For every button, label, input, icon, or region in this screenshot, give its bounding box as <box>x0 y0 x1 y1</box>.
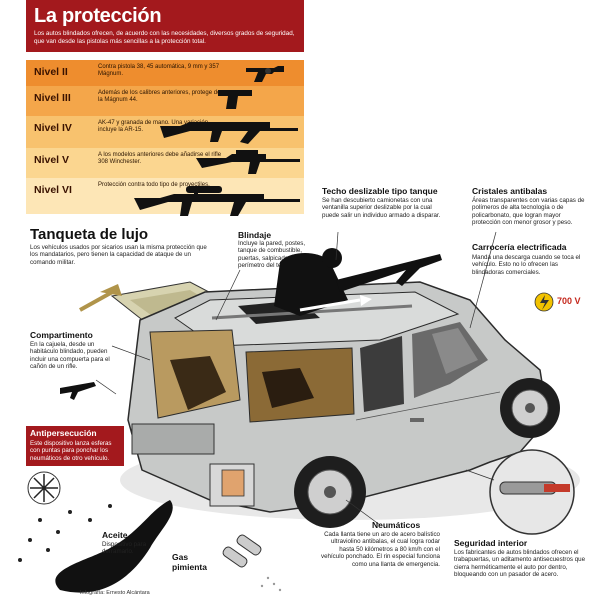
compartimento-title: Compartimento <box>30 330 93 340</box>
blindaje-title: Blindaje <box>238 230 272 240</box>
level-title: Nivel VI <box>34 184 72 196</box>
seguridad-title: Seguridad interior <box>454 538 528 548</box>
techo-text: Se han descubierto camionetas con una ve… <box>322 197 441 219</box>
tanqueta-title: Tanqueta de lujo <box>30 226 149 243</box>
pistol-icon <box>218 90 252 109</box>
rifle-icon <box>196 150 300 174</box>
tanqueta-text: Los vehículos usados por sicarios usan l… <box>30 244 207 266</box>
carroceria-text: Manda una descarga cuando se toca el veh… <box>472 254 581 276</box>
intro-text: Los autos blindados ofrecen, de acuerdo … <box>34 30 295 45</box>
voltage-label: 700 V <box>557 296 581 306</box>
level-desc: Protección contra todo tipo de proyectil… <box>98 182 210 188</box>
sniper-rifle-icon <box>134 186 300 216</box>
blindaje-text: Incluye la pared, postes, tanque de comb… <box>238 240 306 270</box>
level-title: Nivel II <box>34 66 68 78</box>
header-banner: La protección Los autos blindados ofrece… <box>26 0 304 52</box>
level-desc: Contra pistola 38, 45 automática, 9 mm y… <box>98 64 220 78</box>
aceite-title: Aceite <box>102 530 128 540</box>
ak47-icon <box>160 122 298 144</box>
techo-title: Techo deslizable tipo tanque <box>322 186 438 196</box>
aceite-text: Dispositivo para derramarlo. <box>102 541 147 556</box>
antipersecucion-text: Este dispositivo lanza esferas con punta… <box>30 440 112 462</box>
revolver-icon <box>246 66 284 82</box>
neumaticos-text: Cada llanta tiene un aro de acero balíst… <box>320 531 440 568</box>
level-title: Nivel IV <box>34 122 72 134</box>
seguridad-text: Los fabricantes de autos blindados ofrec… <box>454 549 586 579</box>
antipersecucion-title: Antipersecución <box>30 428 97 438</box>
gas-title: Gas pimienta <box>172 552 207 572</box>
page-title: La protección <box>34 5 162 27</box>
level-desc: A los modelos anteriores debe añadirse e… <box>98 152 222 166</box>
level-desc: AK-47 y granada de mano. Una variación i… <box>98 120 209 134</box>
level-title: Nivel III <box>34 92 71 104</box>
compartimento-text: En la cajuela, desde un habitáculo blind… <box>30 341 110 371</box>
antipersecucion-box: Antipersecución Este dispositivo lanza e… <box>26 426 124 466</box>
carroceria-title: Carrocería electrificada <box>472 242 567 252</box>
neumaticos-title: Neumáticos <box>372 520 421 530</box>
level-title: Nivel V <box>34 154 70 166</box>
credit-text: Infografía: Ernesto Alcántara <box>80 590 150 596</box>
level-desc: Además de los calibres anteriores, prote… <box>98 90 221 104</box>
level-3-row: Nivel III Además de los calibres anterio… <box>26 86 304 116</box>
cristales-title: Cristales antibalas <box>472 186 548 196</box>
cristales-text: Áreas transparentes con varias capas de … <box>472 197 585 227</box>
